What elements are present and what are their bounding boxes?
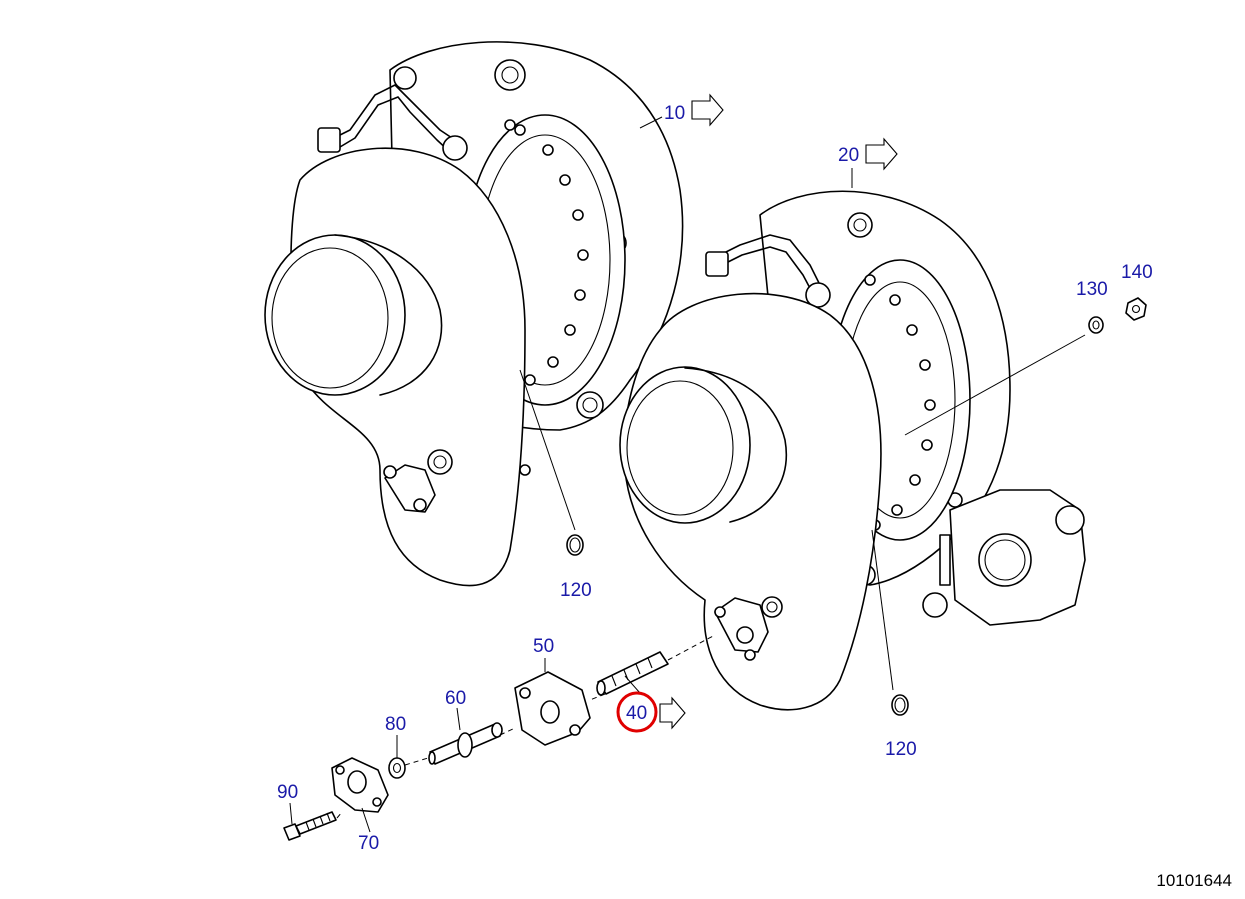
o-ring-120-right (891, 694, 909, 716)
callout-80[interactable]: 80 (385, 714, 406, 735)
stud-40 (596, 651, 669, 696)
highlight-circle (616, 691, 658, 733)
sub-assembly-arrow-20 (865, 137, 898, 171)
callout-90[interactable]: 90 (277, 782, 298, 803)
callout-50[interactable]: 50 (533, 636, 554, 657)
sub-assembly-arrow-40 (659, 696, 686, 730)
drawing-number: 10101644 (1156, 871, 1232, 890)
callout-130[interactable]: 130 (1076, 279, 1108, 300)
callout-20[interactable]: 20 (838, 145, 859, 166)
bolt-ring-2 (864, 274, 936, 531)
o-ring-120-left (566, 534, 584, 556)
shaft-60 (428, 722, 503, 765)
washer-130 (1088, 316, 1104, 334)
turbocharger-assembly-1 (264, 41, 684, 587)
callout-70[interactable]: 70 (358, 833, 379, 854)
bolt-90 (283, 811, 337, 841)
flange-plate-50 (514, 671, 591, 746)
callout-120-right[interactable]: 120 (885, 739, 917, 760)
callout-140[interactable]: 140 (1121, 262, 1153, 283)
plate-70 (331, 757, 389, 813)
turbocharger-assembly-2 (619, 190, 1086, 711)
callout-10[interactable]: 10 (664, 103, 685, 124)
sub-assembly-arrow-10 (691, 93, 724, 127)
leader-lines (289, 116, 1086, 833)
callout-labels: 10 20 40 50 60 70 80 90 120 120 130 140 (277, 103, 1153, 854)
nut-140 (1125, 297, 1147, 321)
callout-60[interactable]: 60 (445, 688, 466, 709)
washer-80 (388, 757, 406, 779)
callout-40[interactable]: 40 (626, 703, 647, 724)
callout-120-left[interactable]: 120 (560, 580, 592, 601)
bolt-ring-1 (504, 119, 589, 386)
